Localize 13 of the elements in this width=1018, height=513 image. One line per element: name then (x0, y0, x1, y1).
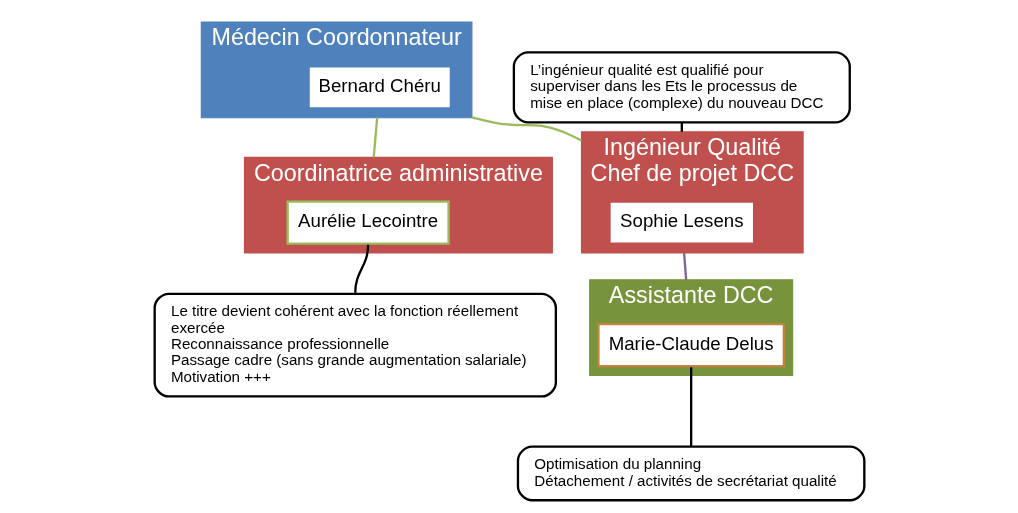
connector (680, 122, 683, 132)
node-box: L’ingénieur qualité est qualifié pour superviser dans les Ets le processus de mise en place (complexe) du nouveau DCC (512, 51, 851, 124)
connector (682, 252, 687, 280)
node-box: Le titre devient cohérent avec la fonction réellement exercée Reconnaissance professionnelle Passage cadre (sans grande augmentation salariale) Motivation +++ (153, 292, 557, 398)
node-box: Bernard Chéru (306, 65, 452, 110)
connector (689, 367, 692, 447)
node-box: Marie-Claude Delus (596, 322, 785, 368)
connector (353, 244, 369, 293)
connector (471, 116, 582, 142)
node-box: Optimisation du planning Détachement / activités de secrétariat qualité (516, 445, 865, 502)
node-box: Aurélie Lecointre (285, 200, 450, 245)
node-box: Sophie Lesens (607, 200, 755, 245)
connector (372, 117, 378, 158)
